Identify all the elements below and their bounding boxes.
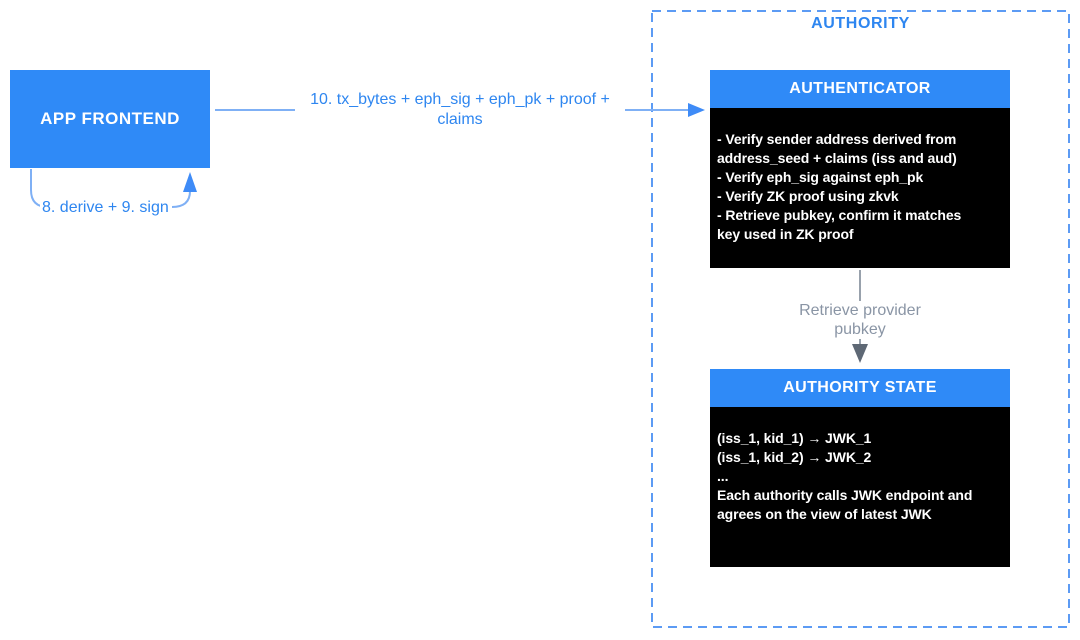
authority-container-label: AUTHORITY xyxy=(811,15,910,32)
authority-state-node: AUTHORITY STATE (iss_1, kid_1) → JWK_1 (… xyxy=(710,369,1010,567)
authenticator-body: - Verify sender address derived from add… xyxy=(710,108,1010,268)
authority-state-body: (iss_1, kid_1) → JWK_1 (iss_1, kid_2) → … xyxy=(710,407,1010,567)
arrow-down-head-icon xyxy=(852,344,868,363)
self-loop-right-curve xyxy=(171,190,191,208)
authenticator-title: AUTHENTICATOR xyxy=(789,80,931,97)
authenticator-node: AUTHENTICATOR - Verify sender address de… xyxy=(710,70,1010,268)
authority-state-header: AUTHORITY STATE xyxy=(710,369,1010,407)
edge-label-derive-sign: 8. derive + 9. sign xyxy=(40,198,171,218)
arrow-up-head-icon xyxy=(183,172,197,192)
edge-label-tx-bytes: 10. tx_bytes + eph_sig + eph_pk + proof … xyxy=(295,90,625,130)
app-frontend-node: APP FRONTEND xyxy=(10,70,210,168)
authenticator-header: AUTHENTICATOR xyxy=(710,70,1010,108)
arrow-right-head-icon xyxy=(688,103,705,117)
app-frontend-label: APP FRONTEND xyxy=(40,109,180,128)
authority-state-title: AUTHORITY STATE xyxy=(783,379,937,396)
edge-label-retrieve-pubkey: Retrieve provider pubkey xyxy=(780,301,940,339)
authority-dashed-border xyxy=(651,10,1070,628)
